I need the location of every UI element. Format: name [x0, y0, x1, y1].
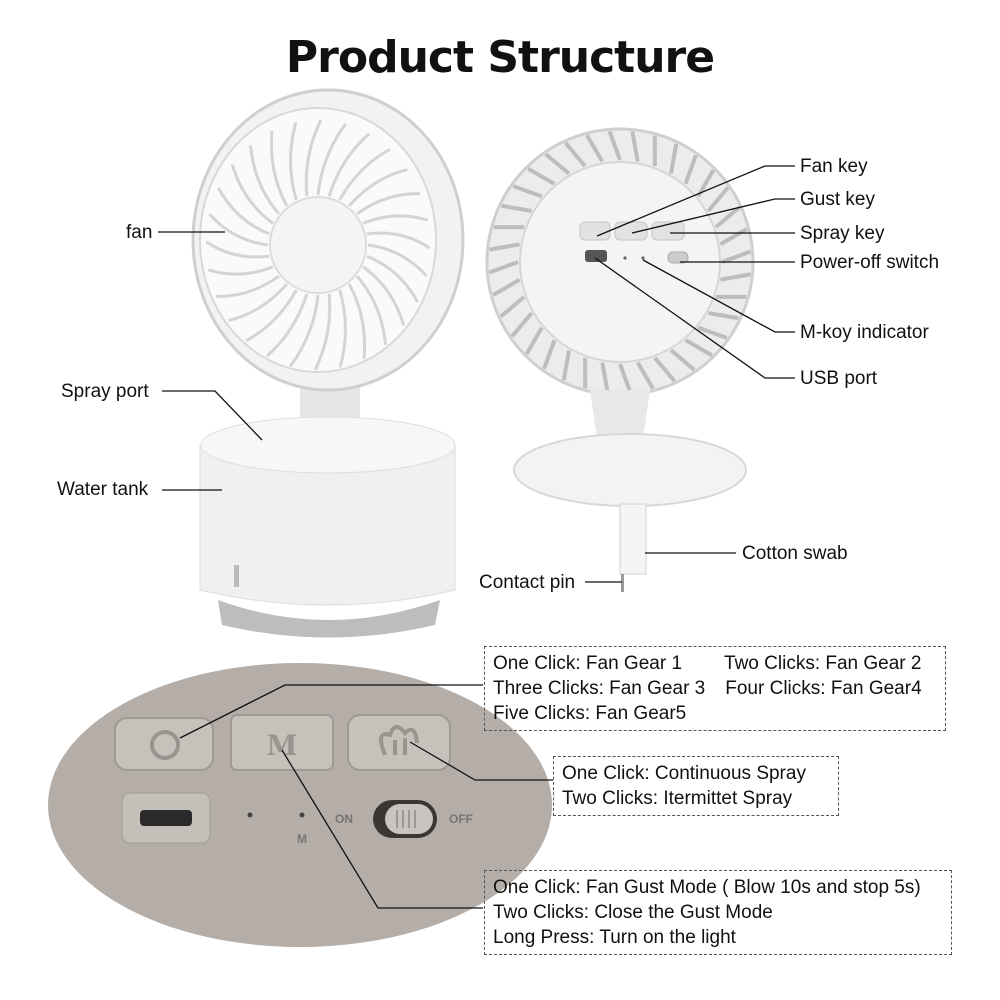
label-fan-key: Fan key [800, 156, 868, 177]
fan-blade [269, 130, 289, 207]
fan-blade [265, 293, 309, 358]
fan-grille-fin [501, 203, 533, 213]
fan-grille-fin [561, 349, 571, 381]
fan-gear-4: Four Clicks: Fan Gear4 [725, 678, 922, 699]
fan-blade [356, 192, 421, 216]
fan-blade [355, 275, 388, 345]
fan-blade [228, 283, 288, 322]
fan-blade [362, 265, 406, 326]
fan-gear-3: Three Clicks: Fan Gear 3 [493, 678, 706, 699]
fan-blade [348, 168, 408, 207]
back-fan-illustration [485, 127, 755, 592]
label-water-tank: Water tank [57, 479, 149, 500]
fan-grille-fin [542, 339, 557, 370]
fan-gear-1: One Click: Fan Gear 1 [493, 653, 683, 674]
fan-gear-2: Two Clicks: Fan Gear 2 [724, 653, 922, 674]
svg-text:M: M [267, 729, 298, 762]
fan-blade [304, 119, 323, 197]
fan-blade [207, 265, 274, 276]
fan-grille-fin [510, 311, 534, 338]
fan-blade [208, 213, 269, 247]
fan-grille-fin [714, 205, 741, 229]
fan-grille-fin [527, 166, 556, 186]
fan-grille-fin [489, 242, 520, 252]
m-led-label: M [297, 832, 307, 846]
fan-blade [362, 214, 429, 225]
fan-blade [338, 289, 347, 368]
label-spray-port: Spray port [61, 381, 149, 402]
label-contact-pin: Contact pin [479, 572, 576, 593]
fan-grille-fin [512, 184, 543, 199]
gust-line-2: Two Clicks: Close the Gust Mode [493, 902, 773, 923]
fan-grille-fin [706, 186, 730, 213]
label-usb-port: USB port [800, 368, 878, 389]
fan-grille-fin [635, 361, 655, 390]
gust-key-instructions: One Click: Fan Gust Mode ( Blow 10s and … [484, 870, 952, 955]
fan-grille-fin [683, 154, 698, 185]
fan-blade [215, 274, 280, 298]
fan-blade [366, 254, 419, 303]
fan-blade [289, 294, 320, 368]
off-label: OFF [449, 812, 473, 826]
on-label: ON [335, 812, 353, 826]
fan-blade [248, 145, 281, 215]
gust-line-1: One Click: Fan Gust Mode ( Blow 10s and … [493, 877, 921, 898]
fan-grille-fin [721, 249, 752, 264]
fan-grille-fin [600, 362, 610, 393]
fan-key-instructions: One Click: Fan Gear 1 Two Clicks: Fan Gea… [484, 646, 946, 731]
fan-blade [313, 293, 332, 371]
fan-grille-fin [684, 338, 713, 358]
spray-line-2: Two Clicks: Itermittet Spray [562, 788, 793, 809]
spray-key-instructions: One Click: Continuous Spray Two Clicks: … [553, 756, 839, 816]
fan-blade [338, 147, 391, 201]
fan-blade [327, 132, 371, 197]
fan-grille-fin [585, 134, 605, 163]
fan-grille-fin [696, 169, 716, 198]
fan-grille-fin [653, 356, 677, 383]
spray-line-1: One Click: Continuous Spray [562, 763, 806, 784]
fan-grille-fin [669, 348, 696, 372]
fan-grille-fin [492, 277, 521, 297]
leader-lines [158, 165, 795, 909]
label-spray-key: Spray key [800, 223, 885, 244]
fan-grille-fin [720, 272, 751, 282]
label-power-off-switch: Power-off switch [800, 252, 940, 273]
fan-grille-fin [719, 227, 748, 247]
fan-grille-fin [563, 141, 587, 168]
fan-grille-fin [488, 260, 519, 275]
fan-blade [230, 164, 274, 225]
front-fan-illustration [191, 88, 465, 638]
control-panel-closeup: M [48, 663, 552, 947]
label-gust-key: Gust key [800, 189, 875, 210]
label-cotton-swab: Cotton swab [742, 543, 848, 564]
fan-grille-fin [618, 363, 633, 394]
fan-grille-fin [544, 152, 571, 176]
fan-grille-fin [607, 130, 622, 161]
fan-grille-fin [669, 143, 679, 175]
fan-grille-fin [524, 326, 544, 355]
fan-blade [289, 122, 298, 201]
label-fan: fan [126, 222, 153, 243]
fan-gear-5: Five Clicks: Fan Gear5 [493, 703, 687, 724]
fan-grille-fin [697, 325, 728, 340]
fan-grille-fin [707, 311, 739, 321]
gust-line-3: Long Press: Turn on the light [493, 927, 736, 948]
fan-blade [217, 187, 270, 236]
page-title: Product Structure [285, 32, 715, 83]
fan-blade [366, 231, 431, 250]
fan-blade [205, 240, 270, 259]
fan-blade [245, 289, 298, 343]
fan-blade [316, 122, 347, 196]
fan-grille-fin [630, 131, 640, 162]
fan-blade [367, 243, 428, 277]
fan-grille-fin [499, 295, 526, 319]
label-m-indicator: M-koy indicator [800, 322, 929, 343]
fan-blade [347, 283, 367, 360]
